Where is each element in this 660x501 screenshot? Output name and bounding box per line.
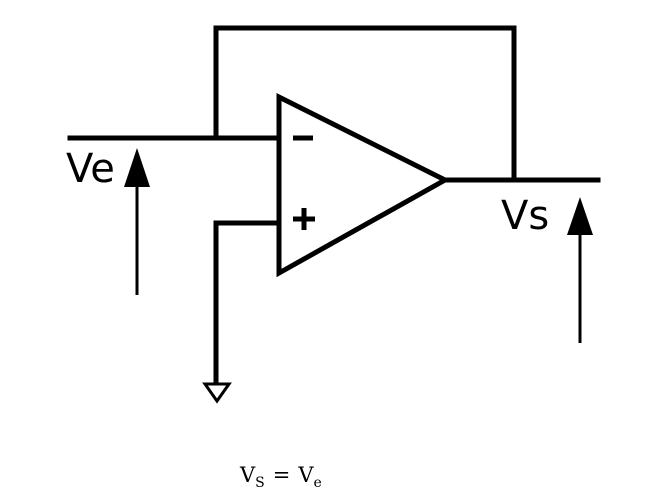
equation-rhs-subscript: e (314, 475, 322, 491)
plus-sign (293, 208, 315, 230)
svg-text:VS=Ve: VS=Ve (239, 463, 322, 491)
equation: VS=Ve (239, 463, 322, 491)
output-voltage-arrow (567, 197, 593, 343)
ground-wire (213, 220, 282, 385)
feedback-wire (213, 25, 517, 183)
input-label: Ve (66, 146, 115, 192)
equation-rhs: V (297, 463, 314, 487)
equation-lhs-subscript: S (255, 475, 265, 491)
equation-operator: = (273, 463, 291, 487)
equation-lhs: V (239, 463, 256, 487)
input-voltage-arrow (124, 148, 150, 295)
output-label: Vs (501, 193, 549, 239)
op-amp-triangle (276, 92, 451, 278)
ground-icon (202, 382, 232, 404)
